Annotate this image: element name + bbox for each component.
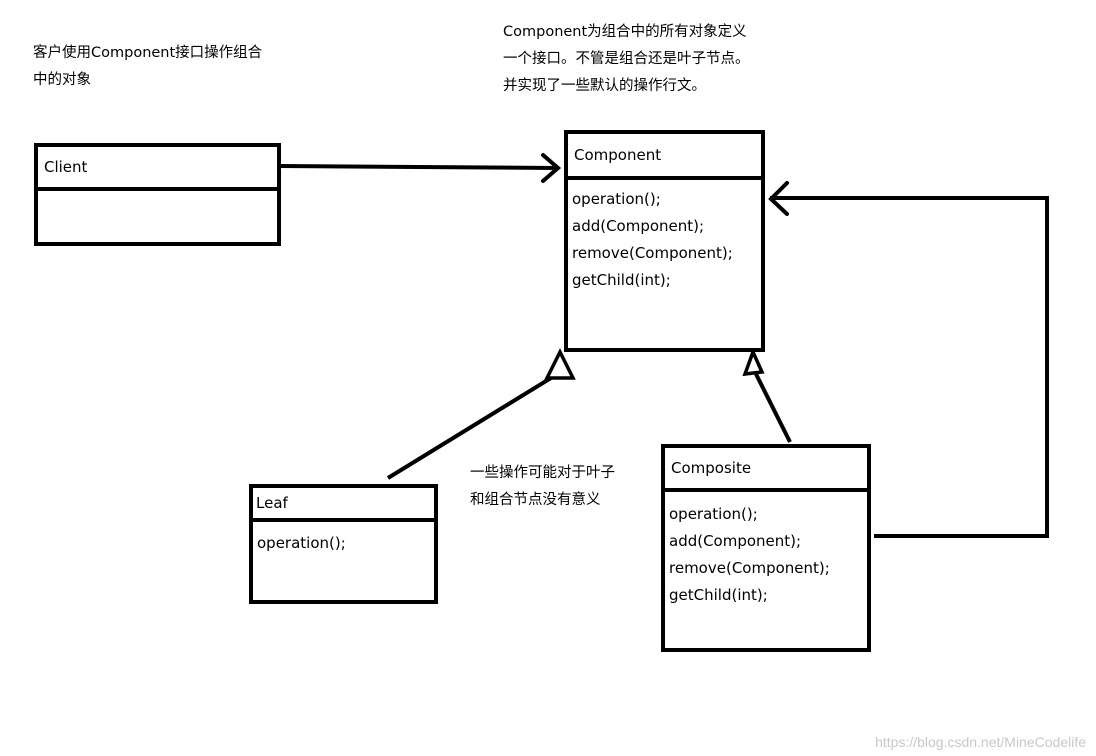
class-name: Composite [665,448,867,492]
inheritance-triangle [742,347,765,377]
component-note: Component为组合中的所有对象定义 一个接口。不管是组合还是叶子节点。 并… [503,24,750,94]
method: operation(); [257,534,346,552]
method: getChild(int); [572,271,671,289]
method: add(Component); [669,532,802,550]
client-component-association-line [279,164,558,170]
client-note: 客户使用Component接口操作组合 中的对象 [33,45,263,88]
composite-inheritance-line [754,373,792,443]
method: add(Component); [572,217,705,235]
method: operation(); [669,505,758,523]
leaf-inheritance-line [386,376,553,480]
class-name: Component [568,134,761,180]
composite-class-box: Composite operation(); add(Component); r… [661,444,871,652]
composite-component-association-line [770,196,1049,538]
watermark: https://blog.csdn.net/MineCodelife [875,734,1086,750]
class-methods: operation(); add(Component); remove(Comp… [665,492,867,609]
leaf-class-box: Leaf operation(); [249,484,438,604]
association-arrowhead [541,153,562,183]
class-methods [38,191,277,197]
method: operation(); [572,190,661,208]
class-name: Client [38,147,277,191]
leaf-note: 一些操作可能对于叶子 和组合节点没有意义 [470,465,615,508]
component-class-box: Component operation(); add(Component); r… [564,130,765,352]
method: getChild(int); [669,586,768,604]
class-methods: operation(); [253,522,434,557]
association-arrowhead [768,181,789,216]
inheritance-triangle [544,348,576,380]
class-name: Leaf [253,488,434,522]
method: remove(Component); [669,559,830,577]
class-methods: operation(); add(Component); remove(Comp… [568,180,761,294]
client-class-box: Client [34,143,281,246]
method: remove(Component); [572,244,733,262]
